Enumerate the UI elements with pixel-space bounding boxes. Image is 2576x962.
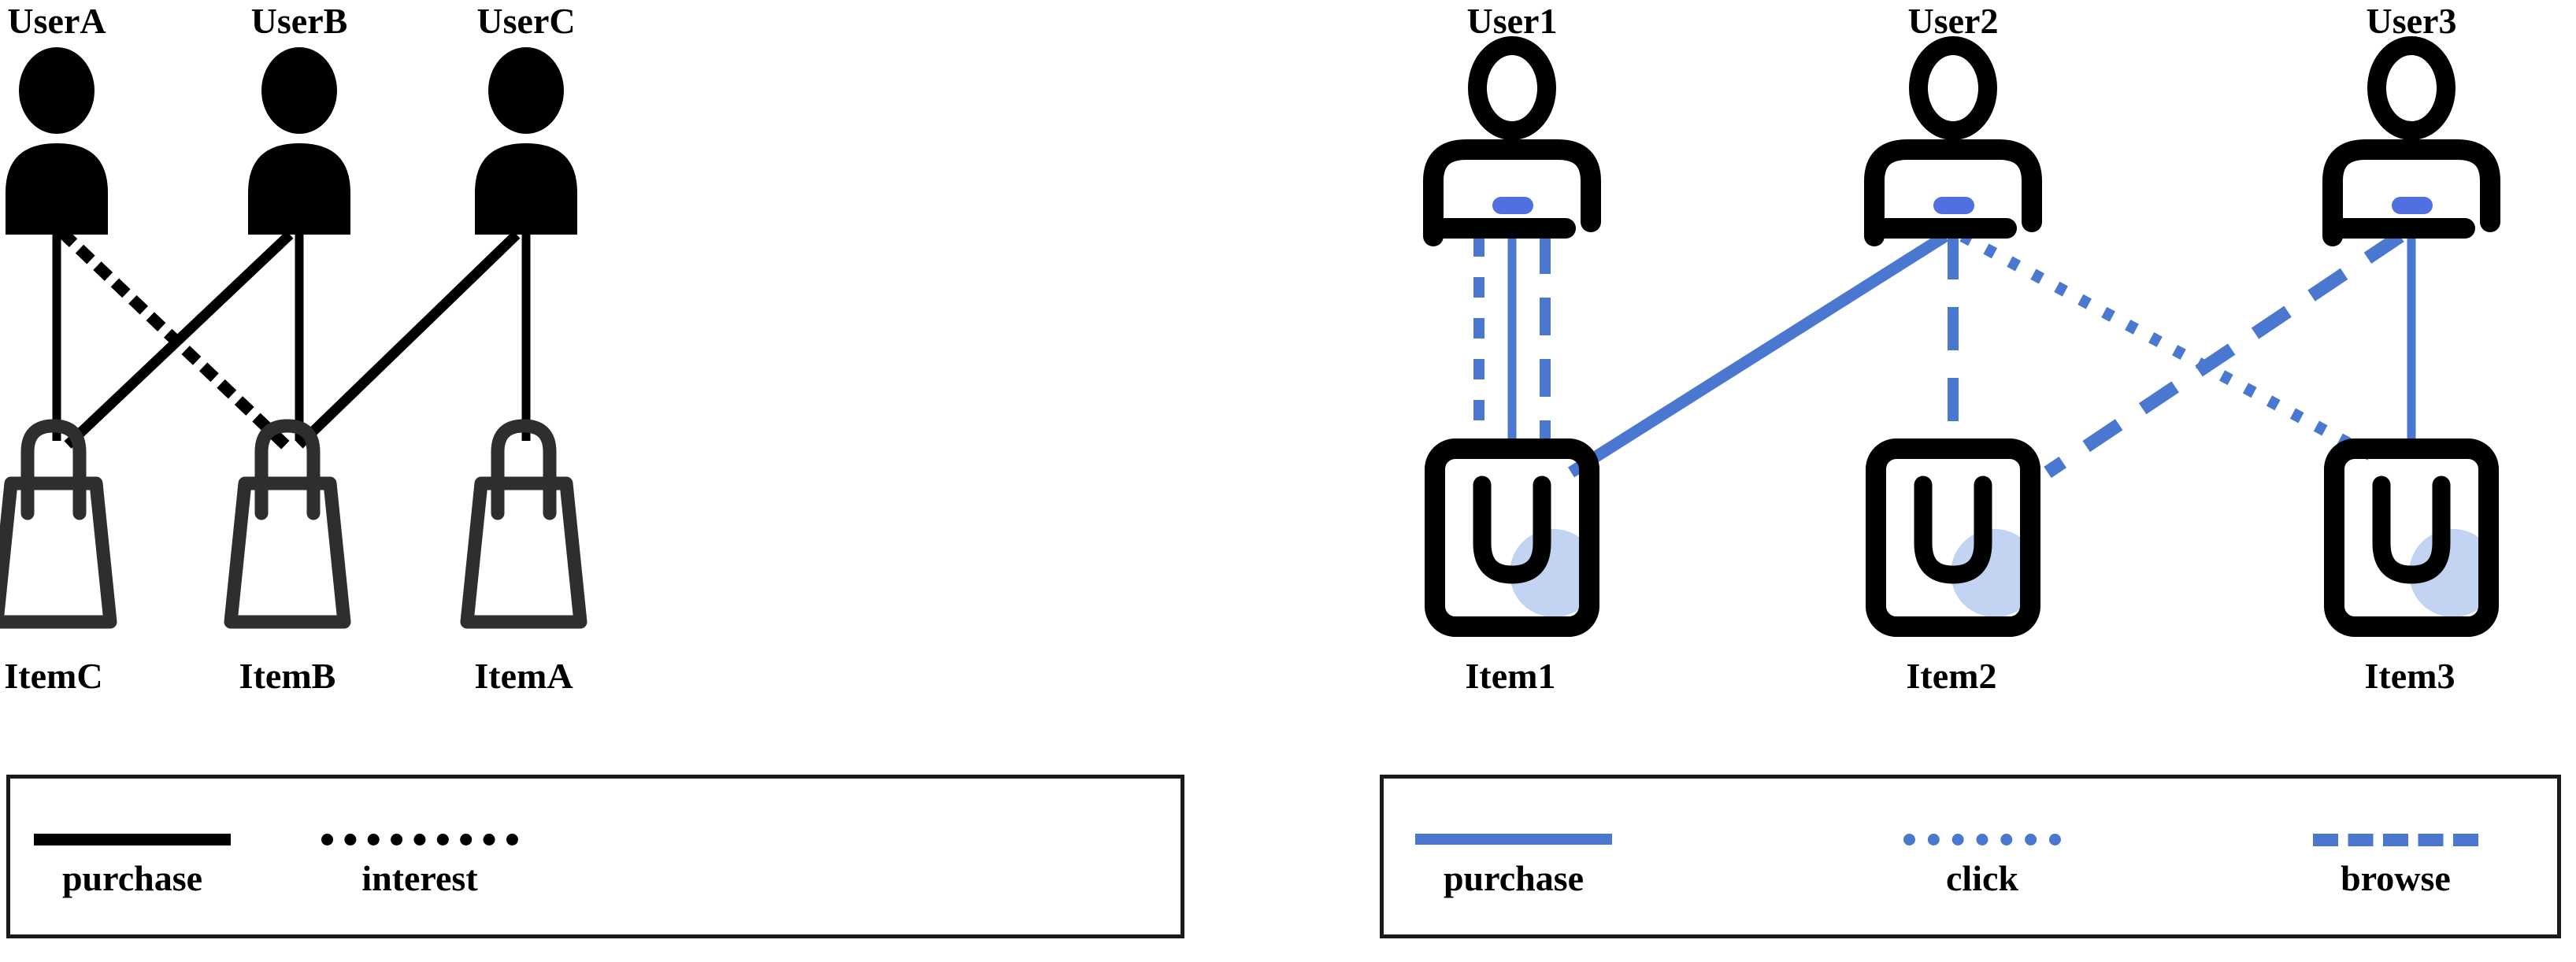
legend-swatch-dotted-line — [1903, 834, 2061, 845]
legend-label-interest: interest — [361, 858, 478, 898]
edge-user2-item3-click — [1959, 231, 2374, 461]
user-icon-filled — [475, 47, 577, 235]
item-label-b: ItemB — [239, 656, 336, 696]
legend-entry-purchase: purchase — [1415, 779, 1612, 934]
legend-entry-click: click — [1903, 779, 2061, 934]
legend-label-purchase: purchase — [1443, 858, 1585, 898]
item-bag-icon — [1425, 438, 1599, 637]
user-label-1: User1 — [1466, 1, 1558, 41]
legend-swatch-solid-line — [34, 834, 231, 845]
item-label-a: ItemA — [474, 656, 573, 696]
edge-userb-itemc-purchase — [64, 231, 294, 449]
user-label-a: UserA — [7, 1, 106, 41]
user-label-c: UserC — [476, 1, 576, 41]
legend-label-purchase: purchase — [61, 858, 203, 898]
user-badge-bar — [2392, 197, 2433, 214]
left-graph-svg — [0, 47, 587, 629]
user-icon-filled — [248, 47, 350, 235]
user-icon-outline — [1423, 36, 1601, 246]
item-label-c: ItemC — [4, 656, 103, 696]
item-blue-dot — [1510, 529, 1598, 617]
item-bag-icon — [2324, 438, 2499, 637]
right-graph-stage: User1 User2 User3 Item1 Item2 Item3 — [1370, 0, 2576, 724]
legend-entry-interest: interest — [321, 779, 518, 934]
edge-user3-item2-browse — [2044, 230, 2404, 479]
legend-entry-purchase: purchase — [34, 779, 231, 934]
right-panel-blue: User1 User2 User3 Item1 Item2 Item3 purc… — [1370, 0, 2576, 962]
item-bag-icon — [1866, 438, 2040, 637]
right-graph-svg — [1423, 36, 2500, 637]
edge-userc-itemb-purchase — [295, 231, 521, 449]
left-item-icons — [0, 419, 587, 629]
left-user-icons — [6, 47, 577, 235]
item-label-1: Item1 — [1465, 656, 1556, 696]
shopping-bag-icon — [460, 419, 587, 629]
user-label-3: User3 — [2366, 1, 2457, 41]
user-badge-bar — [1933, 197, 1974, 214]
legend-label-browse: browse — [2341, 858, 2451, 898]
edge-user2-item1-purchase — [1567, 231, 1949, 478]
right-user-icons — [1423, 36, 2500, 246]
shopping-bag-icon — [224, 419, 351, 629]
left-panel-monochrome: UserA UserB UserC ItemC ItemB ItemA purc… — [0, 0, 1213, 962]
left-legend-box: purchase interest — [6, 775, 1184, 938]
item-blue-dot — [2409, 529, 2497, 617]
item-label-3: Item3 — [2364, 656, 2456, 696]
user-label-2: User2 — [1907, 1, 1999, 41]
legend-swatch-dashed-line — [2313, 834, 2478, 846]
right-edges — [1473, 230, 2416, 479]
legend-label-click: click — [1946, 858, 2018, 898]
item-blue-dot — [1951, 529, 2039, 617]
item-label-2: Item2 — [1906, 656, 1997, 696]
user-label-b: UserB — [250, 1, 348, 41]
left-edges — [52, 228, 531, 452]
legend-swatch-solid-line — [1415, 834, 1612, 845]
left-graph-stage: UserA UserB UserC ItemC ItemB ItemA — [0, 0, 1213, 724]
user-icon-filled — [6, 47, 108, 235]
user-badge-bar — [1492, 197, 1533, 214]
right-legend-box: purchase click browse — [1380, 775, 2561, 938]
legend-entry-browse: browse — [2313, 779, 2478, 934]
legend-swatch-dotted-line — [321, 834, 518, 845]
user-icon-outline — [2322, 36, 2500, 246]
right-item-icons — [1425, 438, 2499, 637]
shopping-bag-icon — [0, 419, 117, 629]
user-icon-outline — [1864, 36, 2042, 246]
